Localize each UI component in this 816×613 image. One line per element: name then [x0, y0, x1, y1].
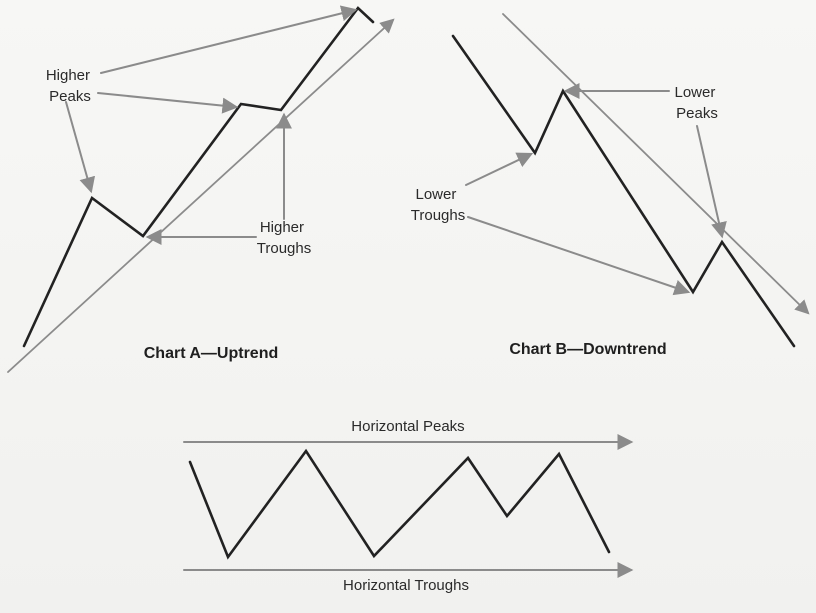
uptrend-price-line: [22, 6, 375, 348]
uptrend-peaks-arrow-3: [100, 5, 358, 74]
uptrend-peaks-label: Higher Peaks: [46, 67, 94, 105]
uptrend-troughs-label-line-2: Troughs: [257, 240, 311, 257]
uptrend-peaks-label-line-1: Higher: [46, 67, 90, 84]
downtrend-troughs-arrow-1: [465, 152, 534, 186]
uptrend-peaks-label-line-2: Peaks: [49, 88, 91, 105]
downtrend-peaks-label-line-2: Peaks: [676, 105, 718, 122]
downtrend-peaks-arrow-2: [696, 125, 727, 239]
horizontal-troughs-label: Horizontal Troughs: [343, 577, 469, 594]
downtrend-chart: Lower Peaks Lower Troughs Chart B—Downtr…: [411, 13, 810, 358]
downtrend-troughs-arrow-2: [467, 216, 691, 296]
downtrend-troughs-label-line-2: Troughs: [411, 207, 465, 224]
downtrend-price-line: [451, 34, 796, 348]
uptrend-chart: Higher Peaks Higher Troughs Chart A—Uptr…: [7, 5, 395, 373]
uptrend-peaks-arrow-1: [65, 101, 96, 194]
downtrend-peaks-label-line-1: Lower: [674, 84, 715, 101]
horizontal-peaks-label: Horizontal Peaks: [351, 418, 464, 435]
uptrend-troughs-label: Higher Troughs: [257, 219, 311, 257]
downtrend-troughs-label-line-1: Lower: [415, 186, 456, 203]
downtrend-troughs-label: Lower Troughs: [411, 186, 465, 224]
uptrend-troughs-label-line-1: Higher: [260, 219, 304, 236]
sideways-chart: Horizontal Peaks Horizontal Troughs: [183, 418, 634, 594]
downtrend-title: Chart B—Downtrend: [509, 341, 666, 358]
downtrend-trendline-arrow: [502, 13, 810, 315]
downtrend-peaks-label: Lower Peaks: [674, 84, 719, 122]
uptrend-title: Chart A—Uptrend: [144, 345, 279, 362]
sideways-price-line: [188, 448, 611, 560]
uptrend-trendline-arrow: [7, 18, 395, 373]
uptrend-peaks-arrow-2: [97, 92, 239, 114]
